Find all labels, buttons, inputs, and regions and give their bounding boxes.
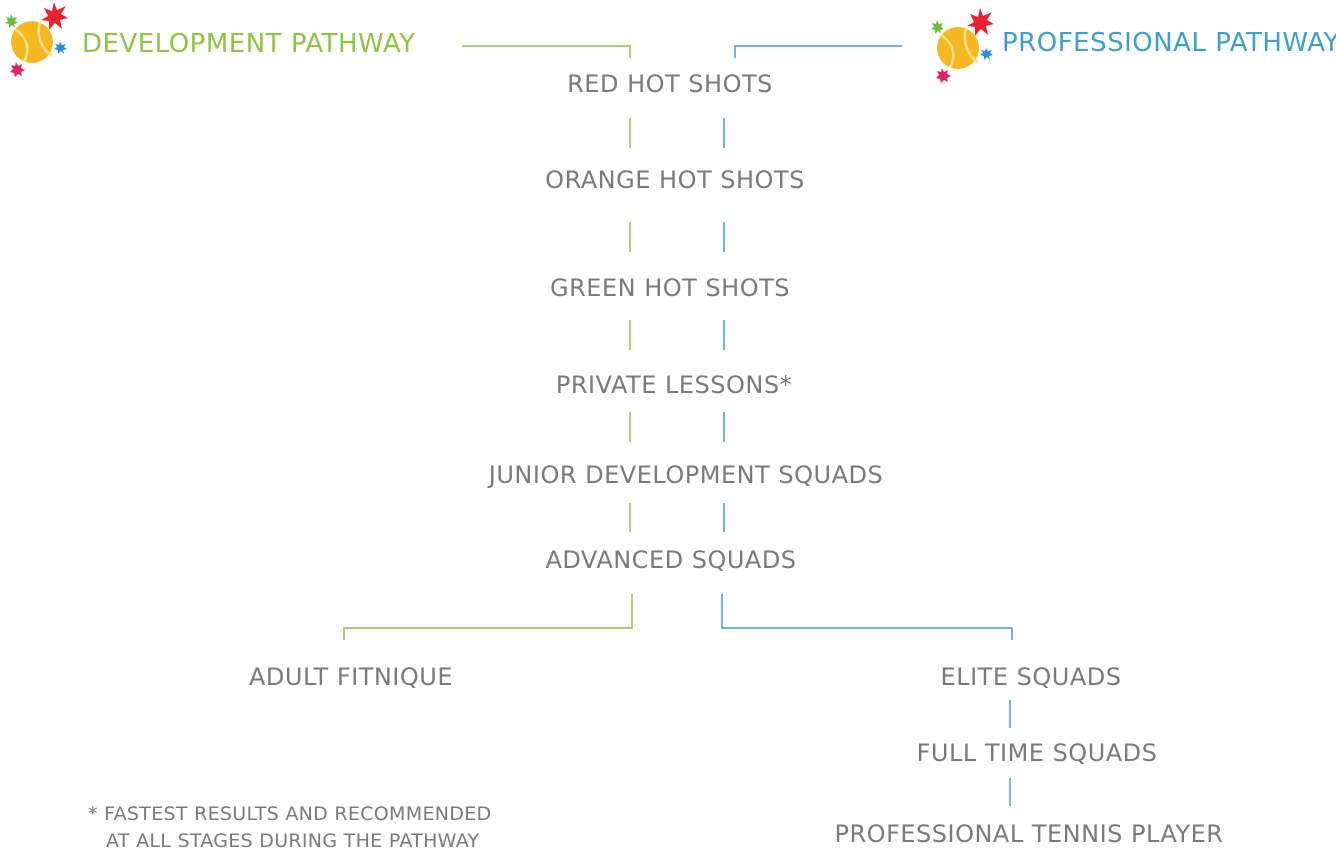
tennis-ball-icon [11,21,53,63]
footnote-line-1: * FASTEST RESULTS AND RECOMMENDED [88,803,492,825]
green-star-icon [5,14,18,28]
green-star-icon [931,20,944,34]
tennis-ball-stars-icon [931,8,994,83]
development-branch-connector [343,594,633,640]
tennis-ball-seam [941,34,955,69]
tennis-ball-stars-icon [5,2,68,77]
stage-elite-squads: ELITE SQUADS [940,663,1122,691]
stage-private-lessons: PRIVATE LESSONS* [555,371,793,399]
professional-pathway-title: PROFESSIONAL PATHWAY [1002,28,1336,58]
professional-connectors [721,45,1013,806]
pink-star-icon [936,68,951,83]
tennis-ball-seam-2 [37,21,53,58]
development-pathway-title: DEVELOPMENT PATHWAY [82,29,416,59]
stage-green-hot-shots: GREEN HOT SHOTS [550,274,790,302]
tennis-ball-icon [937,27,979,69]
stage-full-time-squads: FULL TIME SQUADS [916,739,1158,767]
tennis-ball-seam [15,28,29,63]
development-logo [5,2,68,77]
stage-red-hot-shots: RED HOT SHOTS [567,70,773,98]
stage-orange-hot-shots: ORANGE HOT SHOTS [545,166,805,194]
blue-star-icon [980,48,993,60]
blue-star-icon [54,42,67,54]
red-star-icon [41,2,68,30]
stage-professional-tennis-player: PROFESSIONAL TENNIS PLAYER [834,820,1224,848]
stage-advanced-squads: ADVANCED SQUADS [545,546,797,574]
stage-junior-development-squads: JUNIOR DEVELOPMENT SQUADS [488,461,884,489]
development-title-connector [462,45,631,58]
development-connectors [343,45,633,640]
professional-branch-connector [721,594,1013,640]
red-star-icon [967,8,994,36]
professional-title-connector [734,45,902,58]
footnote-line-2: AT ALL STAGES DURING THE PATHWAY [106,830,480,852]
tennis-ball-seam-2 [963,27,979,64]
stage-adult-fitnique: ADULT FITNIQUE [248,663,454,691]
professional-logo [931,8,994,83]
pink-star-icon [10,62,25,77]
